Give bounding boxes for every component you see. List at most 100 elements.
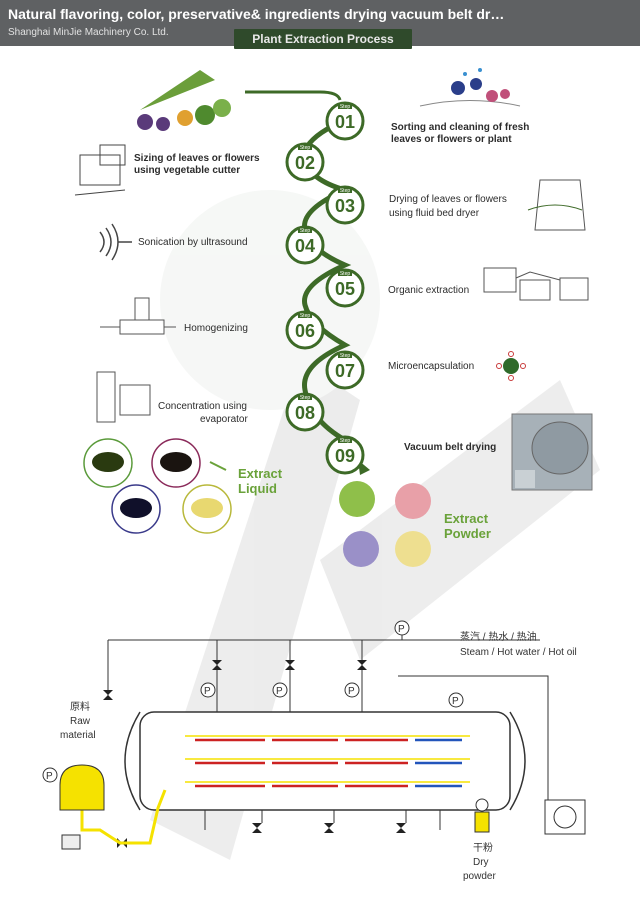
dry-powder-label-en-1: Dry xyxy=(473,857,489,868)
label-sorting-1: Sorting and cleaning of fresh xyxy=(391,122,529,133)
step-number: 07 xyxy=(335,361,355,381)
homogenizer-icon xyxy=(100,297,176,335)
heating-belts xyxy=(185,735,470,788)
step-number: 05 xyxy=(335,279,355,299)
extract-liquid-label-2: Liquid xyxy=(238,481,277,496)
extract-powder-label-1: Extract xyxy=(444,511,489,526)
step-08: Step 08 xyxy=(285,392,325,432)
extract-liquid-bowls xyxy=(83,438,232,534)
pressure-gauge-3: P xyxy=(344,682,360,698)
label-vacuum-belt-drying: Vacuum belt drying xyxy=(404,442,496,453)
step-06: Step 06 xyxy=(285,310,325,350)
feed-pipe xyxy=(80,789,167,845)
vegetables-illustration xyxy=(137,70,231,131)
steps-layer: Step01Step02Step03Step04Step05Step06Step… xyxy=(285,101,365,475)
vegetable-cutter-icon xyxy=(74,144,126,196)
step-tag-bg xyxy=(298,144,312,150)
svg-text:P: P xyxy=(204,686,211,697)
company-name: Shanghai MinJie Machinery Co. Ltd. xyxy=(8,27,169,38)
svg-text:P: P xyxy=(46,771,53,782)
step-number: 02 xyxy=(295,153,315,173)
label-microencapsulation: Microencapsulation xyxy=(388,361,474,372)
step-number: 06 xyxy=(295,321,315,341)
label-drying-2: using fluid bed dryer xyxy=(389,208,480,219)
label-concentration-2: evaporator xyxy=(200,414,248,425)
extract-powder-label-2: Powder xyxy=(444,526,491,541)
svg-text:P: P xyxy=(452,696,459,707)
step-tag: Step xyxy=(300,313,311,319)
svg-text:P: P xyxy=(348,686,355,697)
heat-source-label-en: Steam / Hot water / Hot oil xyxy=(460,647,577,658)
raw-material-label-en-1: Raw xyxy=(70,716,91,727)
pressure-gauge-feed: P xyxy=(42,767,58,783)
step-05: Step 05 xyxy=(325,268,365,308)
step-01: Step 01 xyxy=(325,101,365,141)
step-tag-bg xyxy=(338,270,352,276)
step-tag: Step xyxy=(340,438,351,444)
raw-material-tank xyxy=(59,764,105,811)
step-tag: Step xyxy=(340,271,351,277)
step-tag-bg xyxy=(338,103,352,109)
feed-arrow xyxy=(245,90,342,101)
fluid-bed-dryer-icon xyxy=(527,179,586,231)
step-04: Step 04 xyxy=(285,225,325,265)
label-sonication: Sonication by ultrasound xyxy=(138,237,248,248)
step-tag-bg xyxy=(338,352,352,358)
dry-powder-outlet xyxy=(474,811,490,833)
step-tag: Step xyxy=(340,188,351,194)
page-title: Natural flavoring, color, preservative& … xyxy=(8,6,505,22)
berries-illustration xyxy=(419,68,521,107)
step-tag: Step xyxy=(300,228,311,234)
raw-material-label-en-2: material xyxy=(60,730,96,741)
dry-powder-label-cn: 干粉 xyxy=(473,841,493,854)
extract-powder-piles xyxy=(339,481,431,567)
label-concentration-1: Concentration using xyxy=(158,401,247,412)
step-number: 03 xyxy=(335,196,355,216)
step-tag: Step xyxy=(300,395,311,401)
pressure-gauge-2: P xyxy=(272,682,288,698)
extraction-apparatus-icon xyxy=(483,267,589,301)
step-tag-bg xyxy=(298,227,312,233)
raw-material-label-cn: 原料 xyxy=(70,700,90,713)
vacuum-pump xyxy=(544,799,586,835)
vacuum-belt-dryer-photo xyxy=(511,413,593,491)
pressure-gauge-top: P xyxy=(394,620,410,636)
label-sizing-1: Sizing of leaves or flowers xyxy=(134,153,260,164)
label-homogenizing: Homogenizing xyxy=(184,323,248,334)
liquid-arrow xyxy=(209,461,227,471)
label-sizing-2: using vegetable cutter xyxy=(134,165,240,176)
step-09: Step 09 xyxy=(325,435,365,475)
step-number: 09 xyxy=(335,446,355,466)
label-sorting-2: leaves or flowers or plant xyxy=(391,134,512,145)
step-07: Step 07 xyxy=(325,350,365,390)
step-03: Step 03 xyxy=(325,185,365,225)
step-number: 04 xyxy=(295,236,315,256)
extract-liquid-label-1: Extract xyxy=(238,466,283,481)
step-tag-bg xyxy=(298,394,312,400)
step-tag: Step xyxy=(340,353,351,359)
step-tag: Step xyxy=(340,104,351,110)
svg-text:P: P xyxy=(276,686,283,697)
heat-source-label-cn: 蒸汽 / 热水 / 热油 xyxy=(460,630,537,643)
evaporator-icon xyxy=(96,371,151,423)
step-02: Step 02 xyxy=(285,142,325,182)
step-number: 01 xyxy=(335,112,355,132)
dry-powder-label-en-2: powder xyxy=(463,871,496,882)
dryer-schematic: P P P P P P xyxy=(42,620,586,850)
feed-pump xyxy=(61,834,81,850)
pressure-gauge-4: P xyxy=(448,692,464,708)
process-banner: Plant Extraction Process xyxy=(234,29,412,49)
step-tag-bg xyxy=(338,437,352,443)
valves xyxy=(103,660,406,848)
microencapsulation-icon xyxy=(496,351,526,381)
label-organic-extraction: Organic extraction xyxy=(388,285,469,296)
label-drying-1: Drying of leaves or flowers xyxy=(389,194,507,205)
svg-text:P: P xyxy=(398,624,405,635)
step-tag: Step xyxy=(300,145,311,151)
step-tag-bg xyxy=(298,312,312,318)
ultrasound-icon xyxy=(99,223,132,261)
pressure-gauge-1: P xyxy=(200,682,216,698)
step-number: 08 xyxy=(295,403,315,423)
step-tag-bg xyxy=(338,187,352,193)
